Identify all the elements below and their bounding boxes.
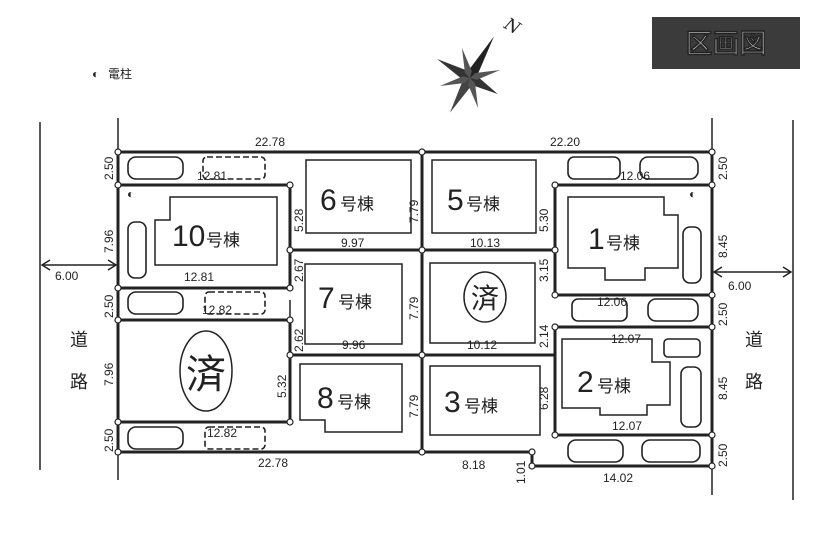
- dim: 1.01: [514, 460, 528, 484]
- dim: 2.62: [292, 328, 306, 352]
- svg-text:10: 10: [172, 220, 205, 253]
- road-label-left-2: 路: [70, 372, 88, 393]
- dim-top-left: 22.78: [255, 135, 285, 149]
- dim: 2.50: [716, 302, 730, 326]
- dim: 5.30: [537, 208, 551, 232]
- dim: 2.50: [716, 156, 730, 180]
- dim: 12.06: [620, 169, 650, 183]
- svg-text:5: 5: [447, 184, 464, 217]
- dim: 5.28: [292, 208, 306, 232]
- svg-text:2: 2: [577, 366, 594, 399]
- dim: 12.06: [597, 295, 627, 309]
- svg-text:済: 済: [186, 352, 226, 398]
- dim: 9.97: [341, 236, 365, 250]
- dim: 12.81: [197, 169, 227, 183]
- dim: 2.50: [102, 156, 116, 180]
- title-badge: 区画図: [652, 17, 800, 69]
- dim-road-right: 6.00: [728, 279, 752, 293]
- dim: 12.07: [612, 419, 642, 433]
- dim: 8.45: [716, 234, 730, 258]
- svg-text:号棟: 号棟: [464, 397, 498, 417]
- dim: 7.79: [407, 199, 421, 223]
- dim-road-left: 6.00: [55, 269, 79, 283]
- dim: 2.67: [292, 258, 306, 282]
- dim-bottom-left: 22.78: [258, 456, 288, 470]
- building-footprint-sold-4: [429, 262, 536, 344]
- dim: 12.07: [611, 332, 641, 346]
- dim: 12.82: [207, 426, 237, 440]
- north-label: N: [500, 14, 525, 40]
- dim: 10.13: [470, 236, 500, 250]
- svg-text:8: 8: [317, 382, 334, 415]
- dim: 2.50: [102, 294, 116, 318]
- svg-text:号棟: 号棟: [337, 393, 371, 413]
- dimension-labels: 22.78 22.20 2.50 12.81 12.06 2.50 7.79 5…: [55, 135, 752, 485]
- dim-bottom-right: 14.02: [603, 471, 633, 485]
- building-footprint-7: [304, 263, 403, 345]
- building-footprint-2: [561, 338, 671, 416]
- building-footprint-5: [431, 159, 537, 234]
- dim: 7.79: [407, 296, 421, 320]
- utility-pole-icon: ◐: [127, 187, 134, 201]
- svg-text:6: 6: [320, 184, 337, 217]
- road-label-right-1: 道: [745, 330, 763, 351]
- dim: 9.96: [342, 338, 366, 352]
- road-width-arrow-right: [712, 266, 793, 278]
- building-footprint-1: [567, 196, 679, 281]
- svg-text:号棟: 号棟: [206, 231, 240, 251]
- svg-text:号棟: 号棟: [340, 195, 374, 215]
- svg-text:号棟: 号棟: [597, 377, 631, 397]
- svg-text:1: 1: [588, 223, 605, 256]
- svg-text:7: 7: [318, 282, 335, 315]
- svg-text:号棟: 号棟: [338, 293, 372, 313]
- legend-utility-pole: ◐ 電柱: [92, 66, 132, 81]
- svg-text:3: 3: [444, 386, 461, 419]
- dim: 7.79: [407, 394, 421, 418]
- dim: 8.45: [716, 376, 730, 400]
- dim: 12.82: [202, 303, 232, 317]
- dim: 7.96: [102, 362, 116, 386]
- dim: 6.28: [537, 386, 551, 410]
- building-footprint-6: [305, 159, 412, 234]
- building-footprint-3: [429, 365, 541, 436]
- road-label-right-2: 路: [745, 372, 763, 393]
- dim: 12.81: [184, 270, 214, 284]
- boundary-markers: [114, 148, 716, 470]
- dim: 7.96: [102, 229, 116, 253]
- road-label-left-1: 道: [70, 330, 88, 351]
- svg-text:号棟: 号棟: [466, 195, 500, 215]
- legend-label: 電柱: [108, 66, 132, 81]
- svg-text:号棟: 号棟: [606, 234, 640, 254]
- svg-text:済: 済: [471, 282, 499, 315]
- utility-pole-icon: ◐: [689, 187, 696, 201]
- dim: 2.50: [102, 428, 116, 452]
- dim-top-right: 22.20: [550, 135, 580, 149]
- title-text: 区画図: [686, 29, 767, 60]
- building-footprint-10: [154, 196, 278, 266]
- sold-badge-lot-9: 済: [179, 330, 233, 412]
- building-footprint-8: [299, 363, 403, 433]
- sold-badge-lot-4: 済: [463, 271, 507, 323]
- utility-pole-icon: ◐: [92, 67, 99, 81]
- dim: 3.15: [537, 258, 551, 282]
- dim: 2.50: [716, 443, 730, 467]
- road-width-arrow-left: [40, 259, 118, 271]
- dim: 5.32: [275, 374, 289, 398]
- dim: 10.12: [467, 338, 497, 352]
- dim: 2.14: [537, 324, 551, 348]
- compass-rose-icon: [437, 36, 501, 113]
- dim: 8.18: [462, 458, 486, 472]
- parking-cars: [127, 156, 702, 463]
